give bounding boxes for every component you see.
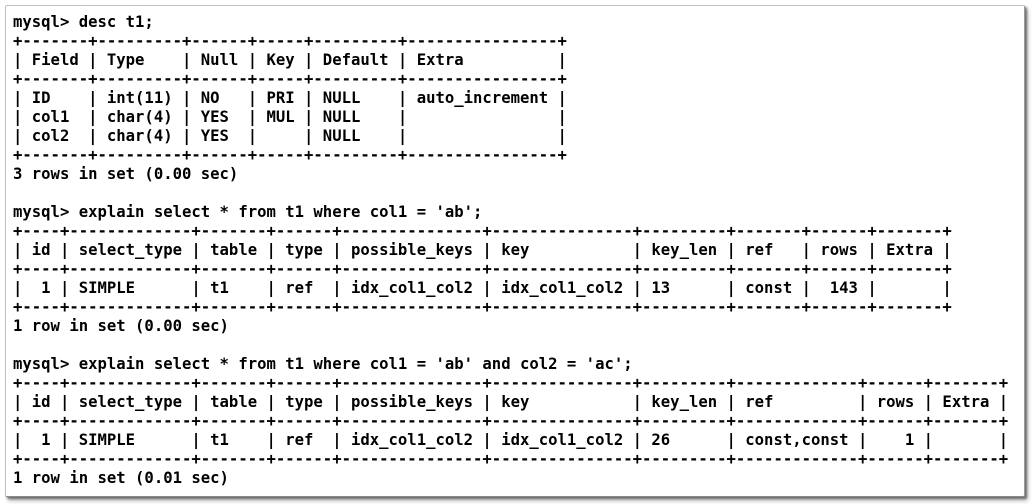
query-session-explain-col1-col2: mysql> explain select * from t1 where co… xyxy=(13,355,1018,488)
result-status-line: 1 row in set (0.00 sec) xyxy=(13,317,229,335)
terminal-window: mysql> desc t1; +-------+---------+-----… xyxy=(5,5,1025,497)
ascii-table-border: +-------+---------+------+-----+--------… xyxy=(13,32,567,50)
ascii-table-header: | Field | Type | Null | Key | Default | … xyxy=(13,51,567,69)
ascii-table-row: | col1 | char(4) | YES | MUL | NULL | | xyxy=(13,108,567,126)
mysql-prompt-command: mysql> desc t1; xyxy=(13,13,154,31)
ascii-table-row: | 1 | SIMPLE | t1 | ref | idx_col1_col2 … xyxy=(13,279,952,297)
ascii-table-border: +----+-------------+-------+------+-----… xyxy=(13,450,1009,468)
ascii-table-border: +----+-------------+-------+------+-----… xyxy=(13,222,952,240)
mysql-prompt-command: mysql> explain select * from t1 where co… xyxy=(13,203,483,221)
ascii-table-border: +----+-------------+-------+------+-----… xyxy=(13,298,952,316)
query-session-desc-t1: mysql> desc t1; +-------+---------+-----… xyxy=(13,13,1018,184)
ascii-table-border: +-------+---------+------+-----+--------… xyxy=(13,146,567,164)
result-status-line: 3 rows in set (0.00 sec) xyxy=(13,165,239,183)
ascii-table-row: | 1 | SIMPLE | t1 | ref | idx_col1_col2 … xyxy=(13,431,1009,449)
ascii-table-border: +-------+---------+------+-----+--------… xyxy=(13,70,567,88)
result-status-line: 1 row in set (0.01 sec) xyxy=(13,469,229,487)
ascii-table-row: | col2 | char(4) | YES | | NULL | | xyxy=(13,127,567,145)
ascii-table-header: | id | select_type | table | type | poss… xyxy=(13,393,1009,411)
mysql-prompt-command: mysql> explain select * from t1 where co… xyxy=(13,355,633,373)
ascii-table-border: +----+-------------+-------+------+-----… xyxy=(13,260,952,278)
query-session-explain-col1: mysql> explain select * from t1 where co… xyxy=(13,203,1018,336)
ascii-table-border: +----+-------------+-------+------+-----… xyxy=(13,374,1009,392)
ascii-table-header: | id | select_type | table | type | poss… xyxy=(13,241,952,259)
ascii-table-border: +----+-------------+-------+------+-----… xyxy=(13,412,1009,430)
ascii-table-row: | ID | int(11) | NO | PRI | NULL | auto_… xyxy=(13,89,567,107)
